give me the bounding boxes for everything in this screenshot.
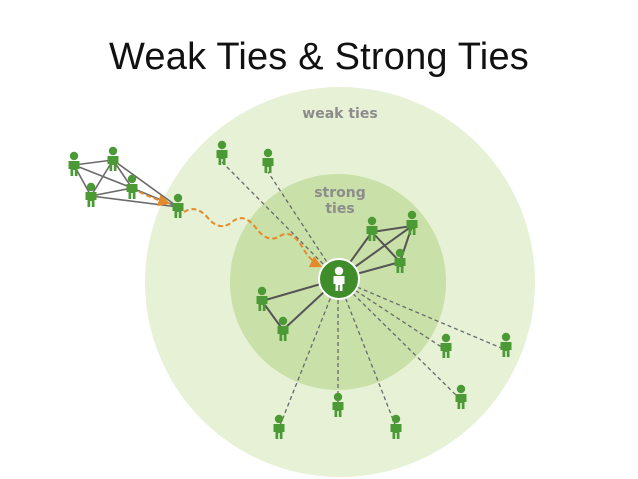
person-icon: [85, 182, 97, 207]
arrow-bridge-to-center: [183, 208, 323, 268]
person-icon: [126, 174, 138, 199]
weak-tie-links: [221, 161, 507, 429]
slide-title: Weak Ties & Strong Ties: [109, 36, 529, 78]
strong-ties-label-line2: ties: [325, 201, 354, 217]
center-person-node: [318, 258, 360, 300]
strong-ties-label-line1: strong: [314, 185, 366, 201]
weak-ties-label: weak ties: [302, 106, 377, 122]
